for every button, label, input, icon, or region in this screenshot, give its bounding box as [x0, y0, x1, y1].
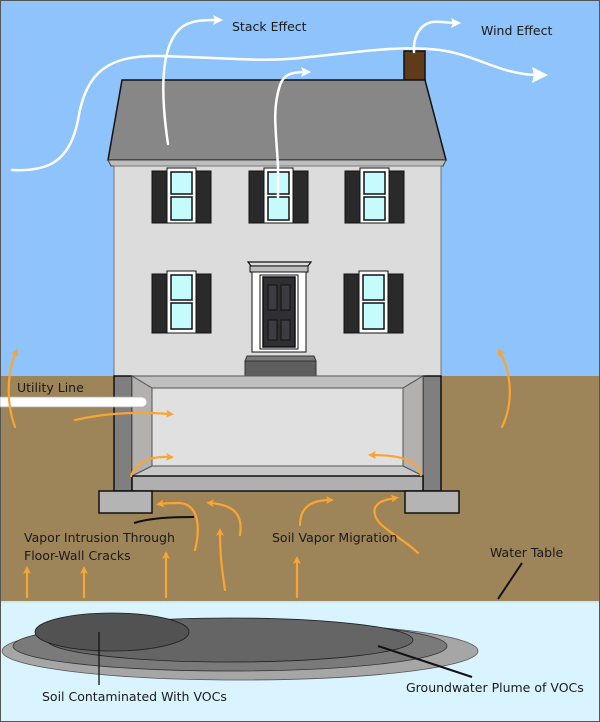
vapor-arrow-slab-3 — [298, 496, 334, 527]
window-lower-right — [343, 270, 404, 334]
label-soil-contaminated: Soil Contaminated With VOCs — [42, 689, 227, 704]
vapor-arrow-slab-1 — [156, 499, 199, 552]
label-wind-effect: Wind Effect — [481, 23, 552, 38]
window-lower-left — [151, 270, 212, 334]
chimney-exhaust-arrow — [412, 17, 461, 54]
groundwater-plume-leader-line — [377, 645, 473, 678]
water-table-leader-line — [497, 562, 523, 600]
label-soil-vapor-migration: Soil Vapor Migration — [272, 530, 397, 545]
label-vapor-intrusion-2: Floor-Wall Cracks — [24, 548, 131, 563]
vapor-arrow-slab-2 — [206, 499, 242, 537]
basement — [98, 375, 460, 514]
vapor-arrow-crack-right — [368, 451, 423, 477]
footing-left — [98, 490, 153, 514]
label-vapor-intrusion-1: Vapor Intrusion Through — [24, 530, 175, 545]
footing-right — [404, 490, 460, 514]
stack-effect-house-arrow — [274, 72, 306, 199]
crack-leader-line — [133, 516, 195, 524]
chimney — [403, 50, 426, 82]
vapor-arrows — [7, 348, 511, 599]
window-upper-left — [151, 167, 212, 224]
air-flow-arrows — [10, 15, 548, 199]
front-step — [244, 355, 317, 377]
leader-lines — [98, 516, 523, 685]
contamination-plumes — [1, 612, 479, 681]
label-stack-effect: Stack Effect — [232, 19, 307, 34]
basement-slab — [131, 475, 424, 492]
front-door — [246, 261, 313, 353]
vapor-arrow-right-rise — [498, 348, 511, 429]
vapor-arrow-slab-4 — [373, 494, 420, 555]
wind-effect-arrow — [10, 47, 548, 172]
soil-contaminated-zone — [34, 612, 190, 652]
label-water-table: Water Table — [490, 545, 564, 560]
utility-line-pipe — [0, 396, 148, 408]
vapor-arrow-crack-left — [129, 452, 174, 478]
vapor-arrow-utility-rise — [7, 348, 19, 429]
vapor-arrow-utility-entry — [73, 409, 174, 422]
vapor-arrow-up-4 — [216, 528, 227, 592]
stack-effect-arrow — [162, 15, 223, 146]
label-utility-line: Utility Line — [17, 380, 84, 395]
label-groundwater-plume: Groundwater Plume of VOCs — [406, 680, 584, 695]
window-upper-right — [344, 167, 405, 224]
basement-interior — [151, 387, 404, 467]
